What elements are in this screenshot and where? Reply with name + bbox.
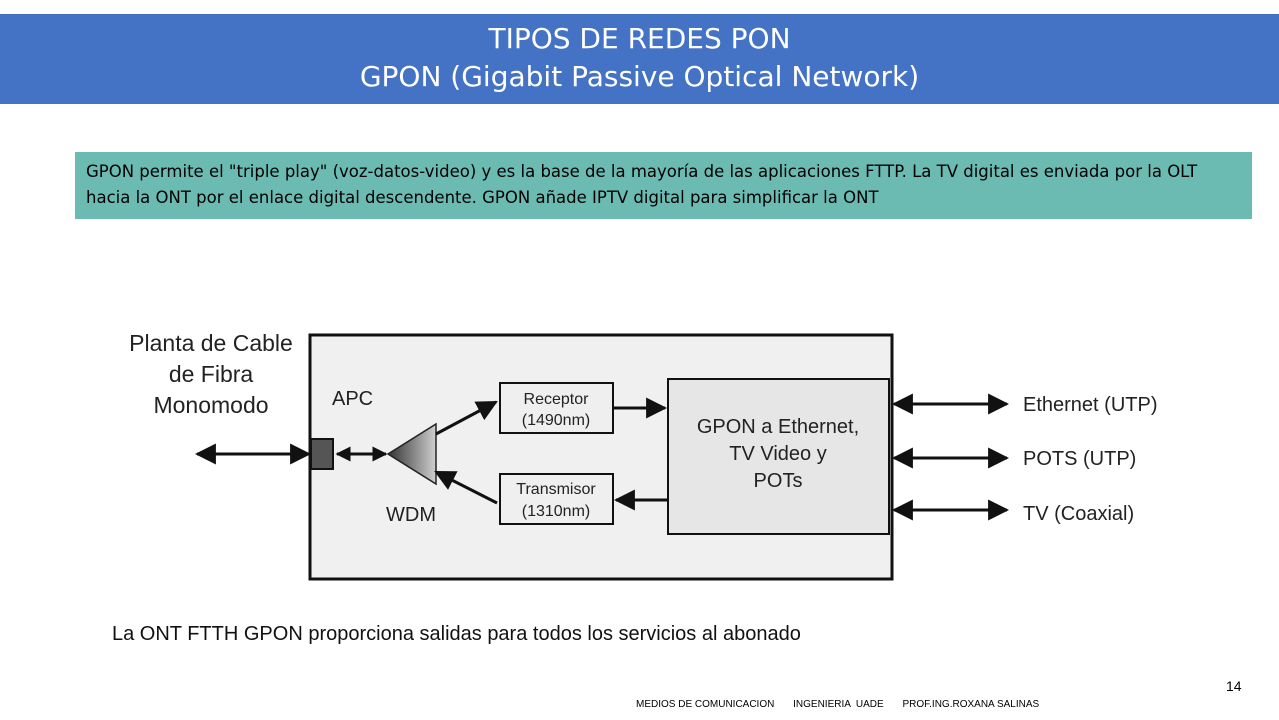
slide-title: TIPOS DE REDES PON [488,22,791,55]
footer-professor: PROF.ING.ROXANA SALINAS [902,699,1040,710]
output-ethernet: Ethernet (UTP) [1023,394,1157,416]
slide-footer: MEDIOS DE COMUNICACION INGENIERIA UADE P… [636,699,1055,710]
diagram-caption: La ONT FTTH GPON proporciona salidas par… [112,623,801,645]
receptor-name: Receptor [524,391,590,408]
apc-connector [310,438,334,470]
gpon-block-line1: GPON a Ethernet, [697,416,859,438]
receptor-block [499,382,614,434]
transmisor-to-wdm-arrow [434,470,498,505]
output-tv: TV (Coaxial) [1023,503,1134,525]
footer-school: INGENIERIA UADE [793,699,884,710]
wdm-to-receptor-arrow [435,400,498,436]
receptor-wavelength: (1490nm) [522,412,590,429]
slide-title-bar: TIPOS DE REDES PON GPON (Gigabit Passive… [0,14,1279,104]
page-number: 14 [1226,678,1242,694]
output-pots: POTS (UTP) [1023,448,1136,470]
fiber-label-line1: Planta de Cable [129,330,293,356]
fiber-label-line3: Monomodo [153,392,268,418]
gpon-block-line3: POTs [754,470,803,492]
slide-subtitle: GPON (Gigabit Passive Optical Network) [359,60,920,93]
wdm-splitter [386,422,437,486]
transmisor-wavelength: (1310nm) [522,503,590,520]
gpon-block-line2: TV Video y [729,443,826,465]
apc-label: APC [332,388,373,410]
transmisor-name: Transmisor [516,481,596,498]
wdm-label: WDM [386,504,436,526]
fiber-label-line2: de Fibra [169,361,254,387]
gpon-block [667,378,890,535]
description-callout: GPON permite el "triple play" (voz-datos… [75,152,1252,219]
footer-course: MEDIOS DE COMUNICACION [636,699,775,710]
transmisor-block [499,473,614,525]
